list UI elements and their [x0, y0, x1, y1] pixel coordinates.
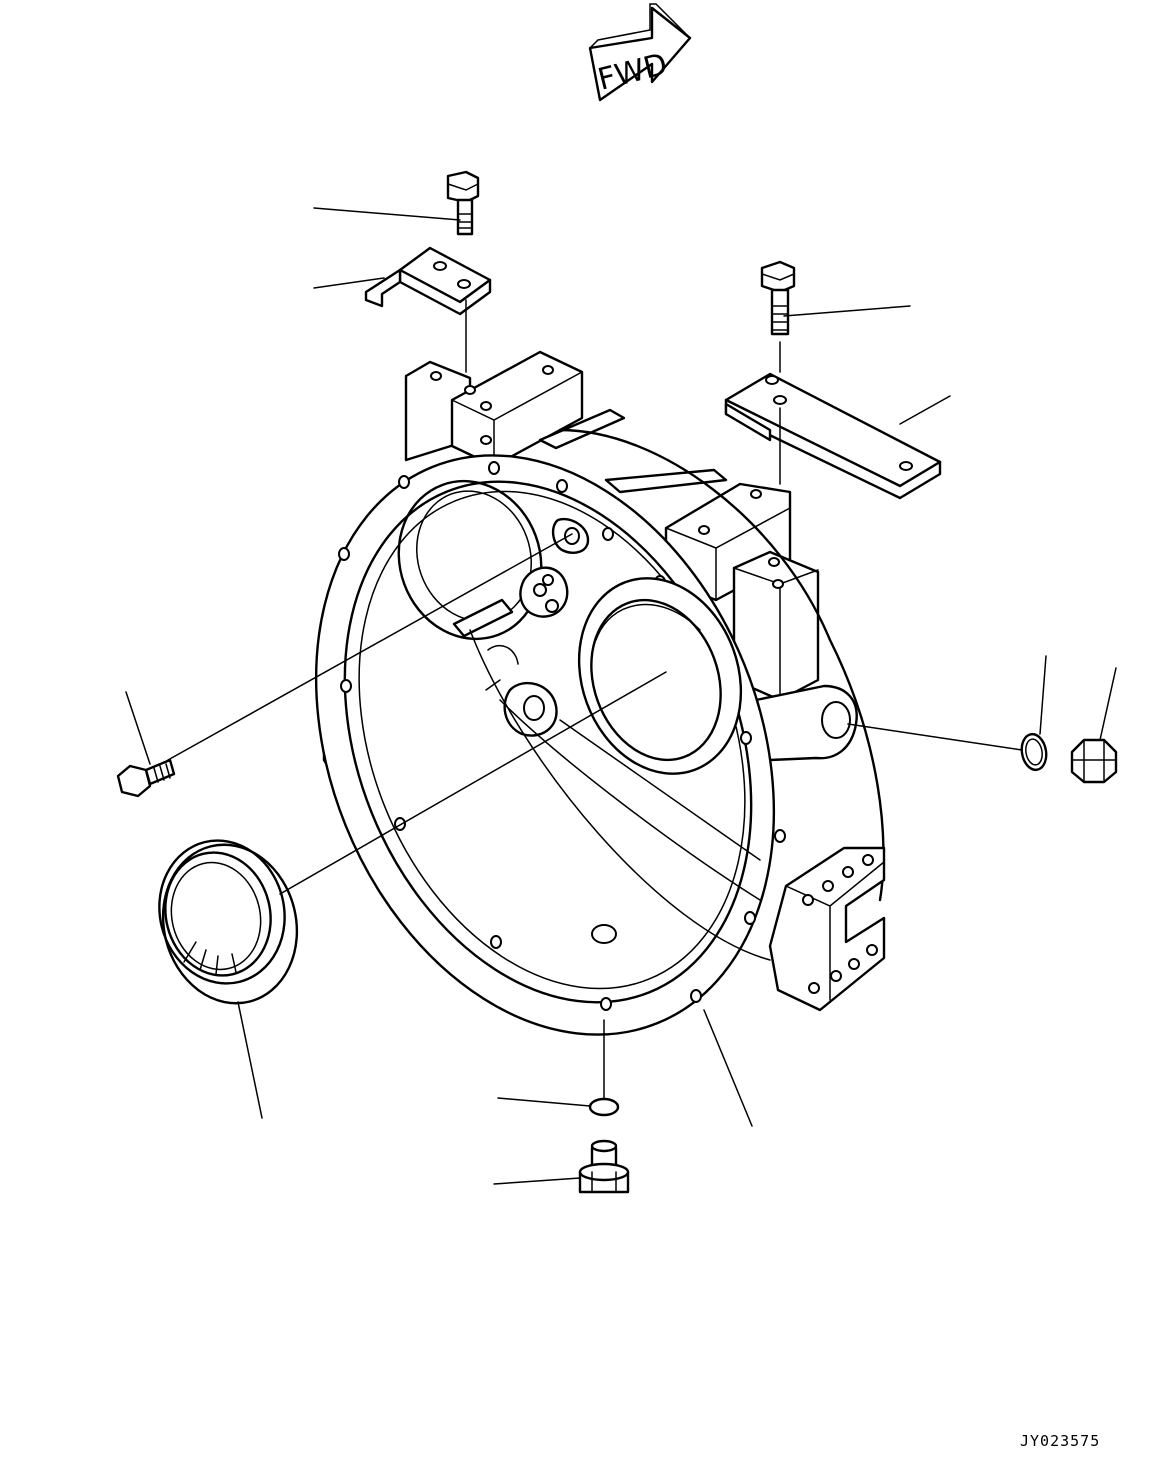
- side-bolt-left: [116, 758, 176, 798]
- drawing-code: JY023575: [1020, 1432, 1100, 1450]
- oil-seal: [158, 839, 299, 1005]
- bracket-left: [364, 246, 492, 316]
- top-bolt-right: [760, 260, 796, 336]
- drain-plug-bottom: [578, 1139, 630, 1194]
- fwd-arrow-icon: FWD: [588, 3, 692, 102]
- top-bolt-left: [446, 170, 480, 236]
- leader-lines: [125, 207, 1117, 1185]
- bracket-right: [724, 372, 942, 500]
- o-ring-right: [1020, 732, 1048, 772]
- flywheel-housing: [314, 350, 886, 1036]
- o-ring-bottom: [588, 1097, 620, 1117]
- drain-plug-right: [1070, 738, 1118, 784]
